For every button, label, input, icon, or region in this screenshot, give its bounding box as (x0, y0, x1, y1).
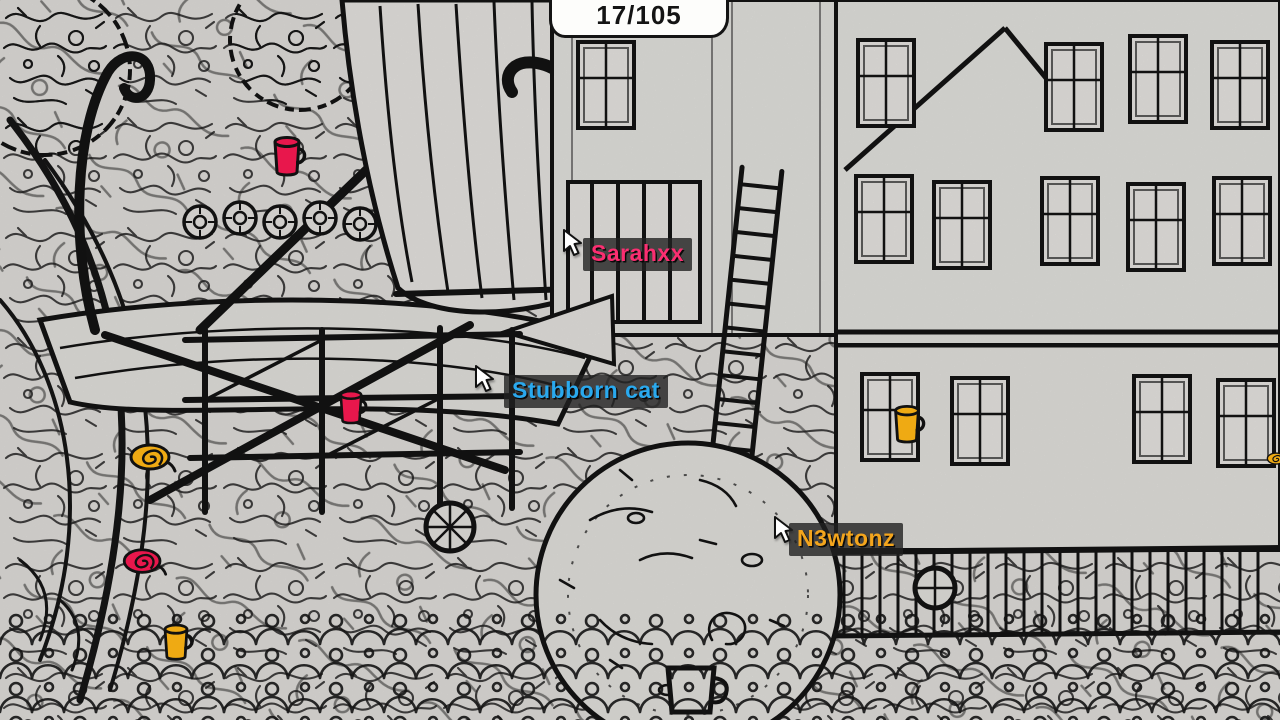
found-counter-text: 17/105 (596, 0, 682, 30)
found-counter-bubble: 17/105 (549, 0, 729, 38)
